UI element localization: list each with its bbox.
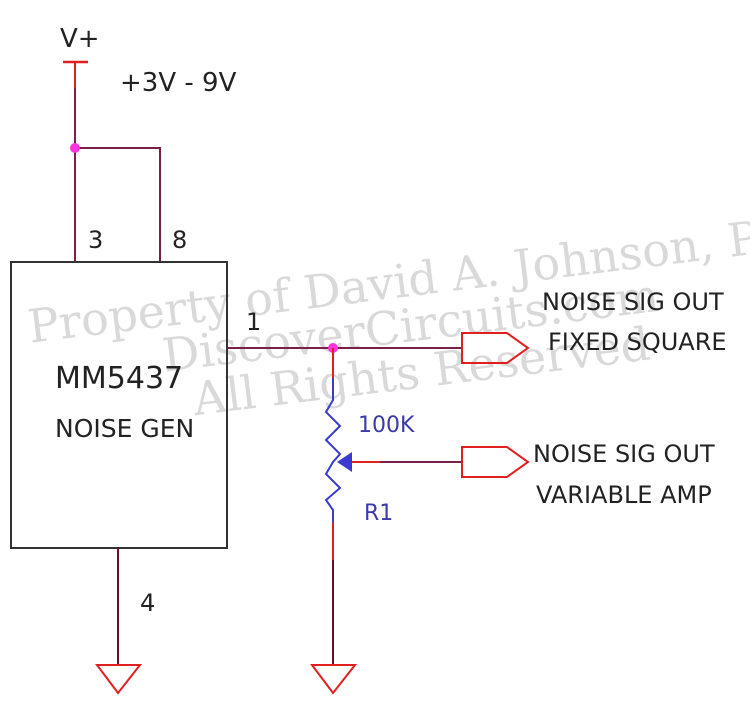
watermark: Property of David A. Johnson, P.E. Disco… xyxy=(25,204,750,426)
ground-icon-pot xyxy=(310,664,358,695)
potentiometer-r1 xyxy=(324,348,352,665)
pin-8-label: 8 xyxy=(172,226,187,254)
pot-value-label: 100K xyxy=(358,413,415,438)
pot-designator-label: R1 xyxy=(364,501,393,526)
output-port-fixed-square xyxy=(461,332,530,364)
supply-range-label: +3V - 9V xyxy=(120,68,237,98)
junction-dot-supply xyxy=(70,143,80,153)
chip-part-number: MM5437 xyxy=(55,361,183,396)
pin-1-label: 1 xyxy=(246,308,261,336)
output-1-line-1: NOISE SIG OUT xyxy=(542,288,724,316)
pin-4-label: 4 xyxy=(140,589,155,617)
output-port-variable-amp xyxy=(461,446,530,478)
pin-3-label: 3 xyxy=(88,226,103,254)
supply-wires xyxy=(74,88,161,262)
ground-icon-chip xyxy=(95,664,143,695)
chip-function: NOISE GEN xyxy=(55,414,194,443)
output-2-line-1: NOISE SIG OUT xyxy=(533,440,715,468)
supply-label: V+ xyxy=(60,24,100,54)
resistor-zigzag xyxy=(324,378,342,522)
output-1-line-2: FIXED SQUARE xyxy=(548,328,727,356)
output-2-line-2: VARIABLE AMP xyxy=(536,481,712,509)
wiper-arrow-icon xyxy=(337,452,352,472)
wire-pin8 xyxy=(75,147,161,262)
supply-symbol xyxy=(63,60,88,88)
